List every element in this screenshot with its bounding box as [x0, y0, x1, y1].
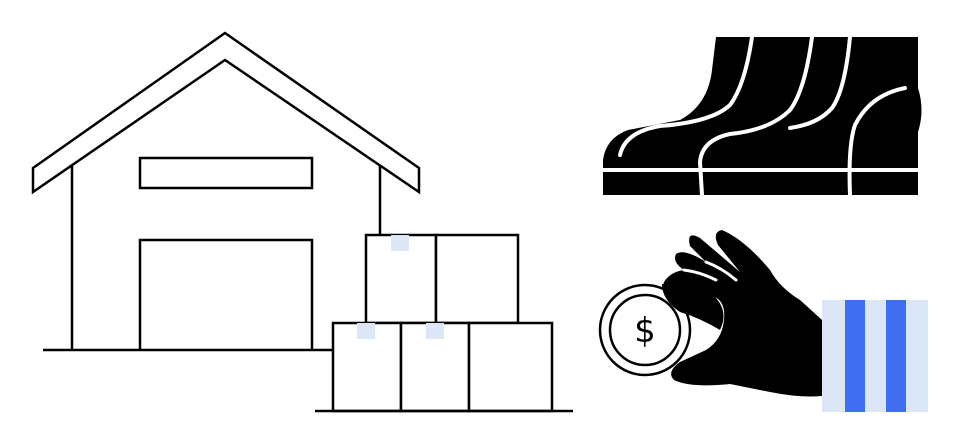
- box-tape: [357, 323, 375, 339]
- boot-left-contour: [618, 35, 754, 157]
- box-bottom-right: [467, 321, 554, 413]
- hand-silhouette: [663, 230, 822, 397]
- sleeve-cuff: [822, 300, 928, 412]
- hand-holding-coin-icon: $: [598, 230, 928, 412]
- cuff-stripe: [845, 300, 865, 412]
- cuff-stripe: [886, 300, 906, 412]
- dollar-coin-icon: $: [598, 283, 692, 377]
- boots-silhouette: [603, 37, 922, 195]
- warehouse-roof: [31, 31, 421, 195]
- warehouse-icon: [31, 31, 421, 352]
- boot-right-contour: [788, 35, 852, 130]
- coin-dollar-symbol: $: [634, 311, 656, 351]
- box-top-right: [434, 233, 520, 325]
- box-tape: [426, 323, 444, 339]
- finger-outline: [704, 260, 738, 282]
- boots-icon: [601, 35, 922, 197]
- thumb-silhouette: [662, 283, 724, 330]
- warehouse-door: [138, 238, 314, 350]
- cardboard-boxes-icon: [315, 233, 573, 413]
- box-tape: [391, 235, 409, 251]
- finger-outline: [682, 268, 718, 282]
- boot-middle-contour: [697, 35, 814, 197]
- warehouse-sign: [138, 156, 314, 190]
